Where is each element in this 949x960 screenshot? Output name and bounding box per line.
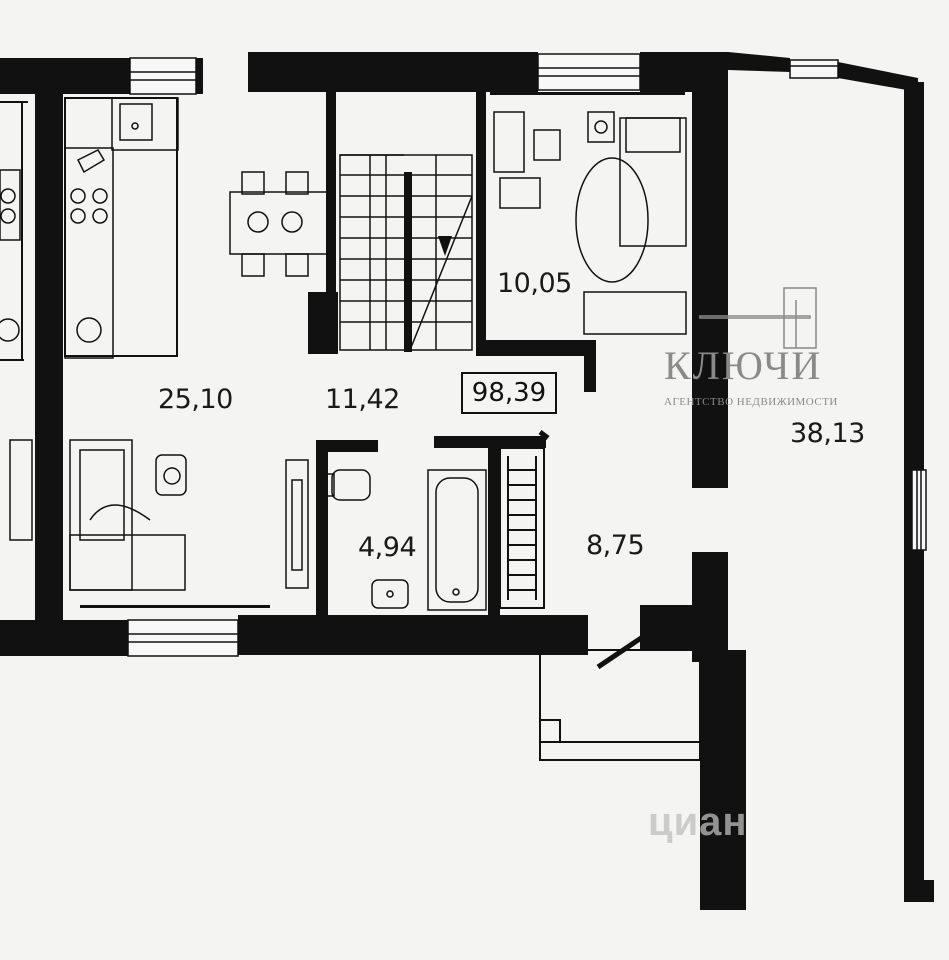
bathroom-area: 4,94 [358, 532, 417, 563]
windows [127, 53, 927, 657]
stair-arrow-line [404, 172, 412, 352]
decor-dots [80, 92, 685, 608]
walls [0, 52, 934, 910]
bedroom-furniture [493, 111, 687, 335]
living-furniture [9, 439, 309, 591]
watermark-logo [699, 287, 817, 349]
watermark-name: КЛЮЧИ [664, 343, 823, 388]
doors [538, 430, 658, 670]
agency-watermark: КЛЮЧИ АГЕНТСТВО НЕДВИЖИМОСТИ [664, 343, 838, 409]
living-room-area: 25,10 [158, 384, 233, 415]
towel-dryer [499, 447, 545, 609]
kitchen-furniture [0, 97, 179, 359]
bedroom-area: 10,05 [497, 268, 572, 299]
cian-watermark: циан [648, 800, 748, 844]
inner-lines [0, 97, 701, 761]
total-area: 98,39 [471, 378, 547, 408]
terrace-area: 38,13 [790, 418, 865, 449]
watermark-subtitle: АГЕНТСТВО НЕДВИЖИМОСТИ [664, 396, 838, 408]
hall-area: 11,42 [325, 384, 400, 415]
total-area-box: 98,39 [461, 372, 557, 414]
stair-arrow-head [438, 236, 452, 256]
corridor-area: 8,75 [586, 530, 645, 561]
bathroom-fixtures [321, 469, 487, 611]
dining-table [229, 171, 329, 277]
